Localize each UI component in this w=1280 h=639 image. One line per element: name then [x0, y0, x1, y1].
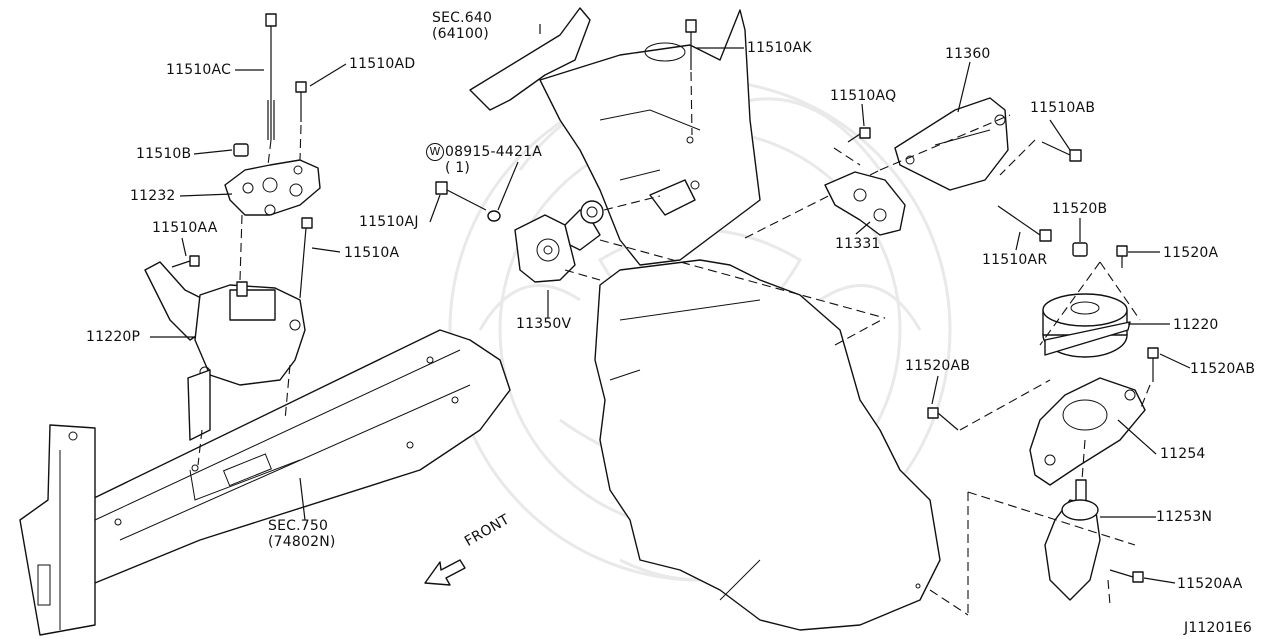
- mount-11331: [824, 171, 906, 236]
- bolt-11510aj: [435, 181, 487, 211]
- bolt-11510ar: [997, 205, 1052, 242]
- callout-11510ar: 11510AR: [982, 252, 1048, 268]
- mount-11220: [1042, 293, 1131, 358]
- callout-11510ad: 11510AD: [349, 56, 416, 72]
- callout-11510ab: 11510AB: [1030, 100, 1096, 116]
- callout-11220: 11220: [1173, 317, 1219, 333]
- bolt-11510ad: [295, 81, 307, 122]
- callout-11232: 11232: [130, 188, 176, 204]
- callout-11510b: 11510B: [136, 146, 192, 162]
- callout-11510aa: 11510AA: [152, 220, 218, 236]
- bolt-11510ak: [685, 19, 697, 70]
- callout-11520ab-right: 11520AB: [1190, 361, 1256, 377]
- callout-11331: 11331: [835, 236, 881, 252]
- callout-11510aj: 11510AJ: [359, 214, 419, 230]
- callout-11350v: 11350V: [516, 316, 572, 332]
- callout-11360: 11360: [945, 46, 991, 62]
- callout-sec640: SEC.640 (64100): [432, 10, 493, 42]
- callout-11510ak: 11510AK: [747, 40, 812, 56]
- bolt-11520ab-right: [1147, 347, 1159, 382]
- mount-11350v: [514, 200, 604, 283]
- engine-block: [594, 259, 941, 631]
- nut-11520b: [1072, 242, 1088, 257]
- callout-11510ac: 11510AC: [166, 62, 232, 78]
- bolt-11510ac: [265, 13, 277, 140]
- bolt-11510aa: [171, 255, 200, 268]
- bolt-11510a: [299, 217, 313, 299]
- bracket-11254: [1029, 377, 1146, 486]
- mount-11220p: [144, 261, 306, 441]
- callout-11520ab-left: 11520AB: [905, 358, 971, 374]
- washer-symbol-icon: W: [426, 143, 444, 161]
- callout-08915-4421a: 08915-4421A ( 1): [445, 144, 542, 176]
- callout-11520aa: 11520AA: [1177, 576, 1243, 592]
- drawing-id: J11201E6: [1184, 620, 1253, 636]
- callout-11520b: 11520B: [1052, 201, 1108, 217]
- callout-sec750: SEC.750 (74802N): [268, 518, 336, 550]
- callout-11253n: 11253N: [1156, 509, 1213, 525]
- callout-11510aq: 11510AQ: [830, 88, 897, 104]
- callout-11254: 11254: [1160, 446, 1206, 462]
- mount-11253n: [1044, 479, 1101, 601]
- leader-lines: [150, 24, 1191, 584]
- bolt-11520a: [1116, 245, 1128, 268]
- transmission-case: [469, 7, 761, 266]
- bolt-11510ab: [1041, 141, 1082, 162]
- bolt-11510aq: [847, 127, 871, 143]
- callout-11220p: 11220P: [86, 329, 141, 345]
- bracket-11360: [894, 97, 1009, 191]
- mount-bracket-11232: [224, 159, 321, 216]
- callout-11510a: 11510A: [344, 245, 400, 261]
- bolt-11520aa: [1109, 569, 1144, 583]
- front-direction-arrow: [424, 559, 466, 586]
- callout-11520a: 11520A: [1163, 245, 1219, 261]
- washer-08915-4421a: [487, 210, 501, 222]
- front-side-member: [19, 329, 511, 636]
- bolt-11520ab-left: [927, 407, 959, 431]
- nut-11510b: [233, 143, 249, 157]
